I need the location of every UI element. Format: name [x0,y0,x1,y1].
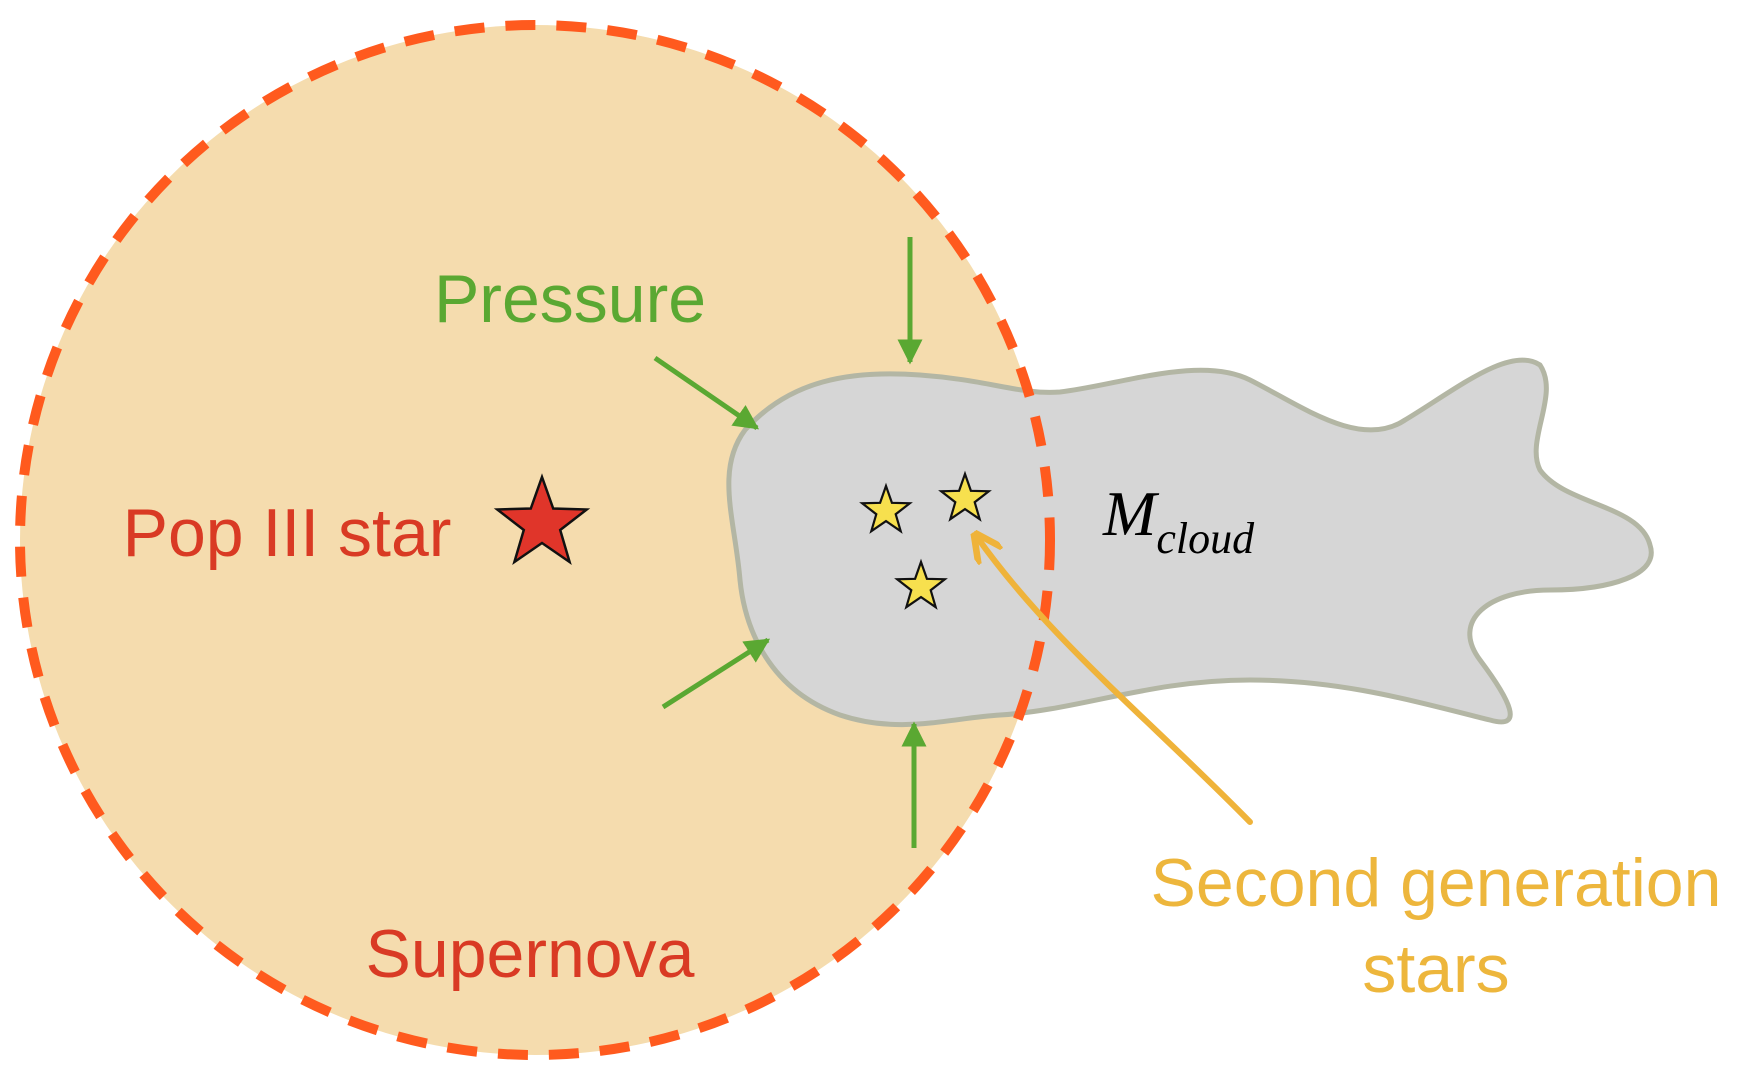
second-generation-star-icon [938,470,992,522]
second-generation-star-icon [894,558,948,610]
second-generation-star-icon [859,482,913,534]
second-generation-label-line2: stars [1362,931,1509,1007]
cloud-mass-subscript: cloud [1156,514,1255,563]
gas-cloud [726,357,1654,728]
pressure-label: Pressure [434,261,706,337]
second-generation-arrow [977,537,1253,825]
supernova-border [15,20,1055,1060]
supernova-label: Supernova [366,916,695,992]
pressure-arrow [653,355,760,431]
pressure-arrow [661,637,771,710]
cloud-mass-symbol: M [1102,478,1160,549]
second-generation-label-line1: Second generation [1151,845,1722,921]
pop3-star-icon [493,473,591,566]
cloud-mass-label: Mcloud [1102,478,1255,563]
pop3-star-label: Pop III star [123,495,452,571]
